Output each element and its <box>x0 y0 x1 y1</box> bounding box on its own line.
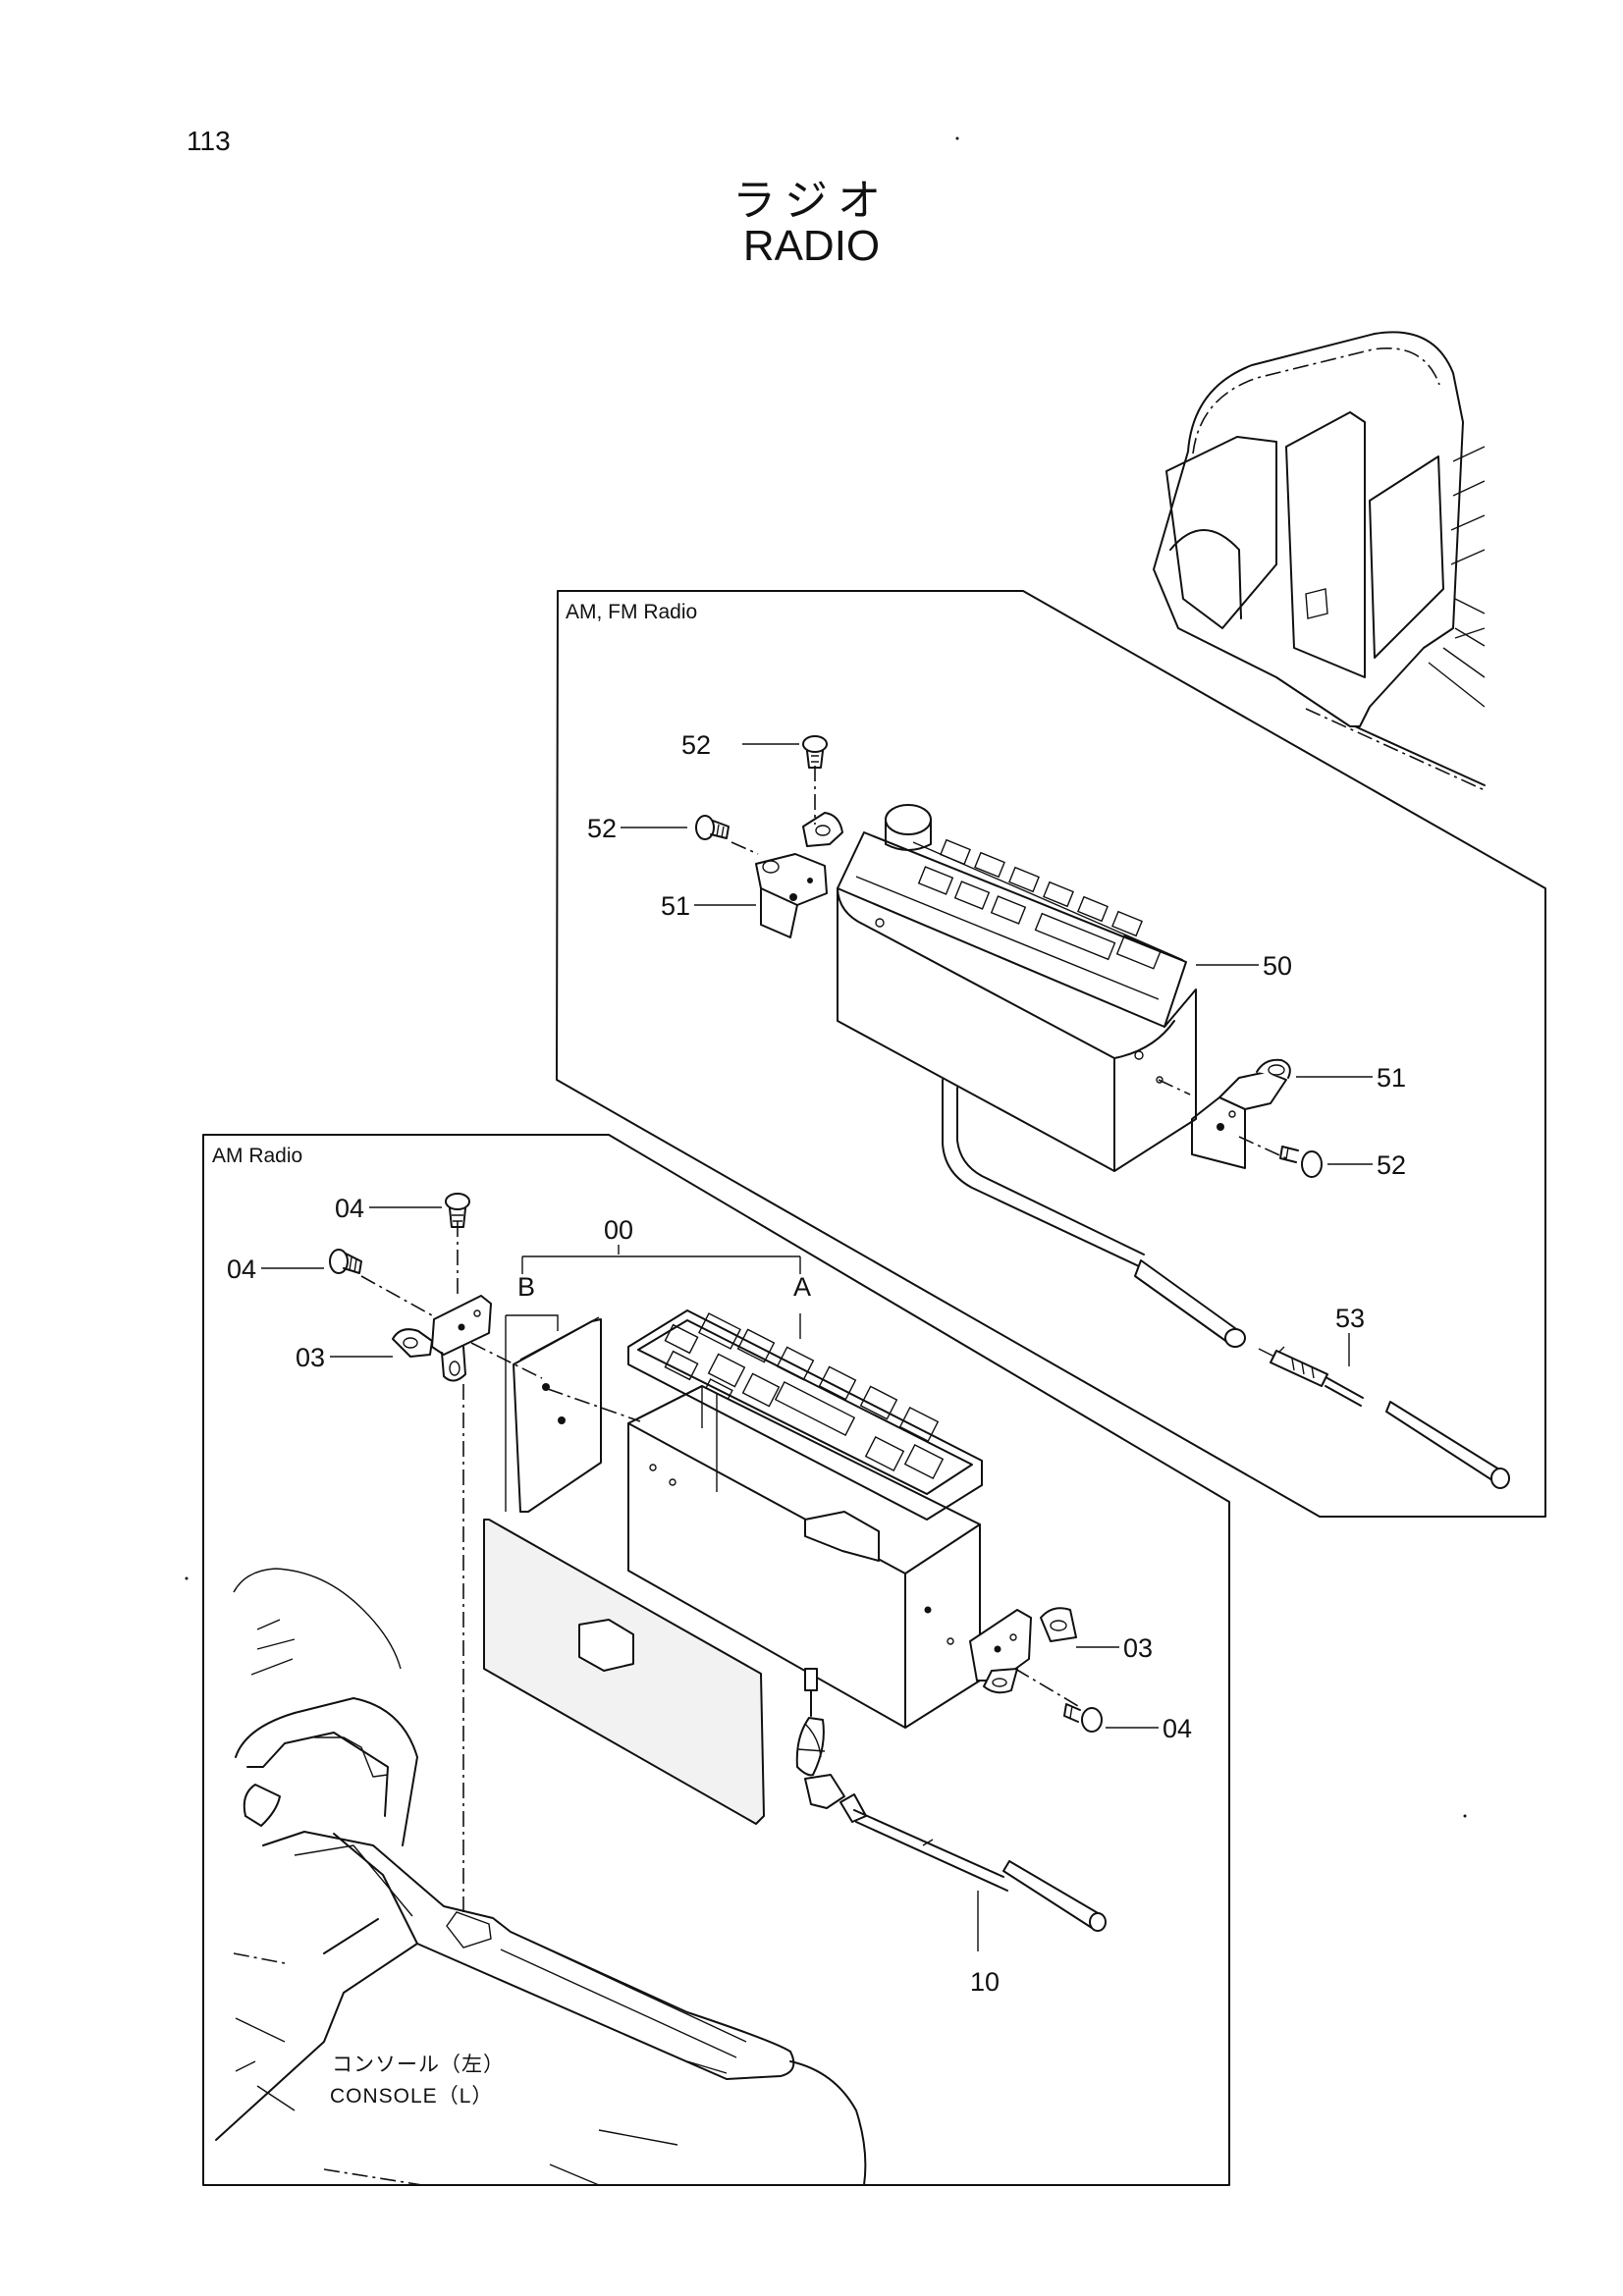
part-label-52: 52 <box>587 814 617 843</box>
screw-icon <box>1063 1703 1103 1733</box>
screw-icon <box>329 1249 362 1274</box>
am-fm-radio-label: AM, FM Radio <box>566 601 697 623</box>
right-bracket <box>1158 1058 1291 1169</box>
screw-icon <box>1279 1146 1323 1178</box>
screw-icon <box>695 815 730 840</box>
part-label-00: 00 <box>604 1215 633 1245</box>
console-label-japanese: コンソール（左） <box>332 2054 505 2076</box>
am-radio-faceplate <box>627 1309 983 1521</box>
part-label-03: 03 <box>296 1343 325 1372</box>
part-label-a: A <box>793 1272 811 1302</box>
stray-dot <box>185 1576 189 1580</box>
page-title-japanese: ラジオ <box>731 176 892 226</box>
page-number: 113 <box>187 126 231 156</box>
antenna-cable <box>795 1668 1107 1932</box>
stray-dot <box>955 136 959 140</box>
am-fm-radio-frame <box>556 590 1546 1518</box>
part-label-03: 03 <box>1123 1633 1153 1663</box>
leader-lines <box>261 1206 1159 1951</box>
left-bracket <box>360 1221 543 1914</box>
leader-lines <box>621 743 1373 1366</box>
am-radio-box <box>627 1385 981 1729</box>
part-label-50: 50 <box>1263 951 1292 981</box>
cover-panel <box>483 1519 765 1825</box>
part-label-52: 52 <box>1377 1150 1406 1180</box>
part-label-10: 10 <box>970 1967 1000 1997</box>
right-bracket <box>969 1607 1079 1707</box>
part-label-04: 04 <box>227 1255 256 1284</box>
part-label-52: 52 <box>681 730 711 760</box>
part-label-53: 53 <box>1335 1304 1365 1333</box>
screw-icon <box>445 1193 470 1228</box>
stray-dot <box>1463 1814 1467 1818</box>
part-label-04: 04 <box>335 1194 364 1223</box>
am-radio-label: AM Radio <box>212 1145 302 1167</box>
console-label: CONSOLE（L） <box>330 2085 493 2108</box>
part-label-51: 51 <box>661 891 690 921</box>
part-label-b: B <box>517 1272 535 1302</box>
cab-illustration <box>1153 331 1486 791</box>
antenna-cable <box>1134 1259 1510 1489</box>
am-radio-frame <box>202 1134 1230 2186</box>
assembly-bracket <box>505 1245 801 1512</box>
am-fm-radio-unit <box>837 804 1197 1267</box>
screw-icon <box>802 735 828 769</box>
panel-b <box>513 1316 641 1513</box>
part-label-04: 04 <box>1163 1714 1192 1743</box>
left-bracket <box>730 766 843 938</box>
part-label-51: 51 <box>1377 1063 1406 1093</box>
page-title: RADIO <box>742 222 881 270</box>
console-illustration <box>215 1568 867 2186</box>
